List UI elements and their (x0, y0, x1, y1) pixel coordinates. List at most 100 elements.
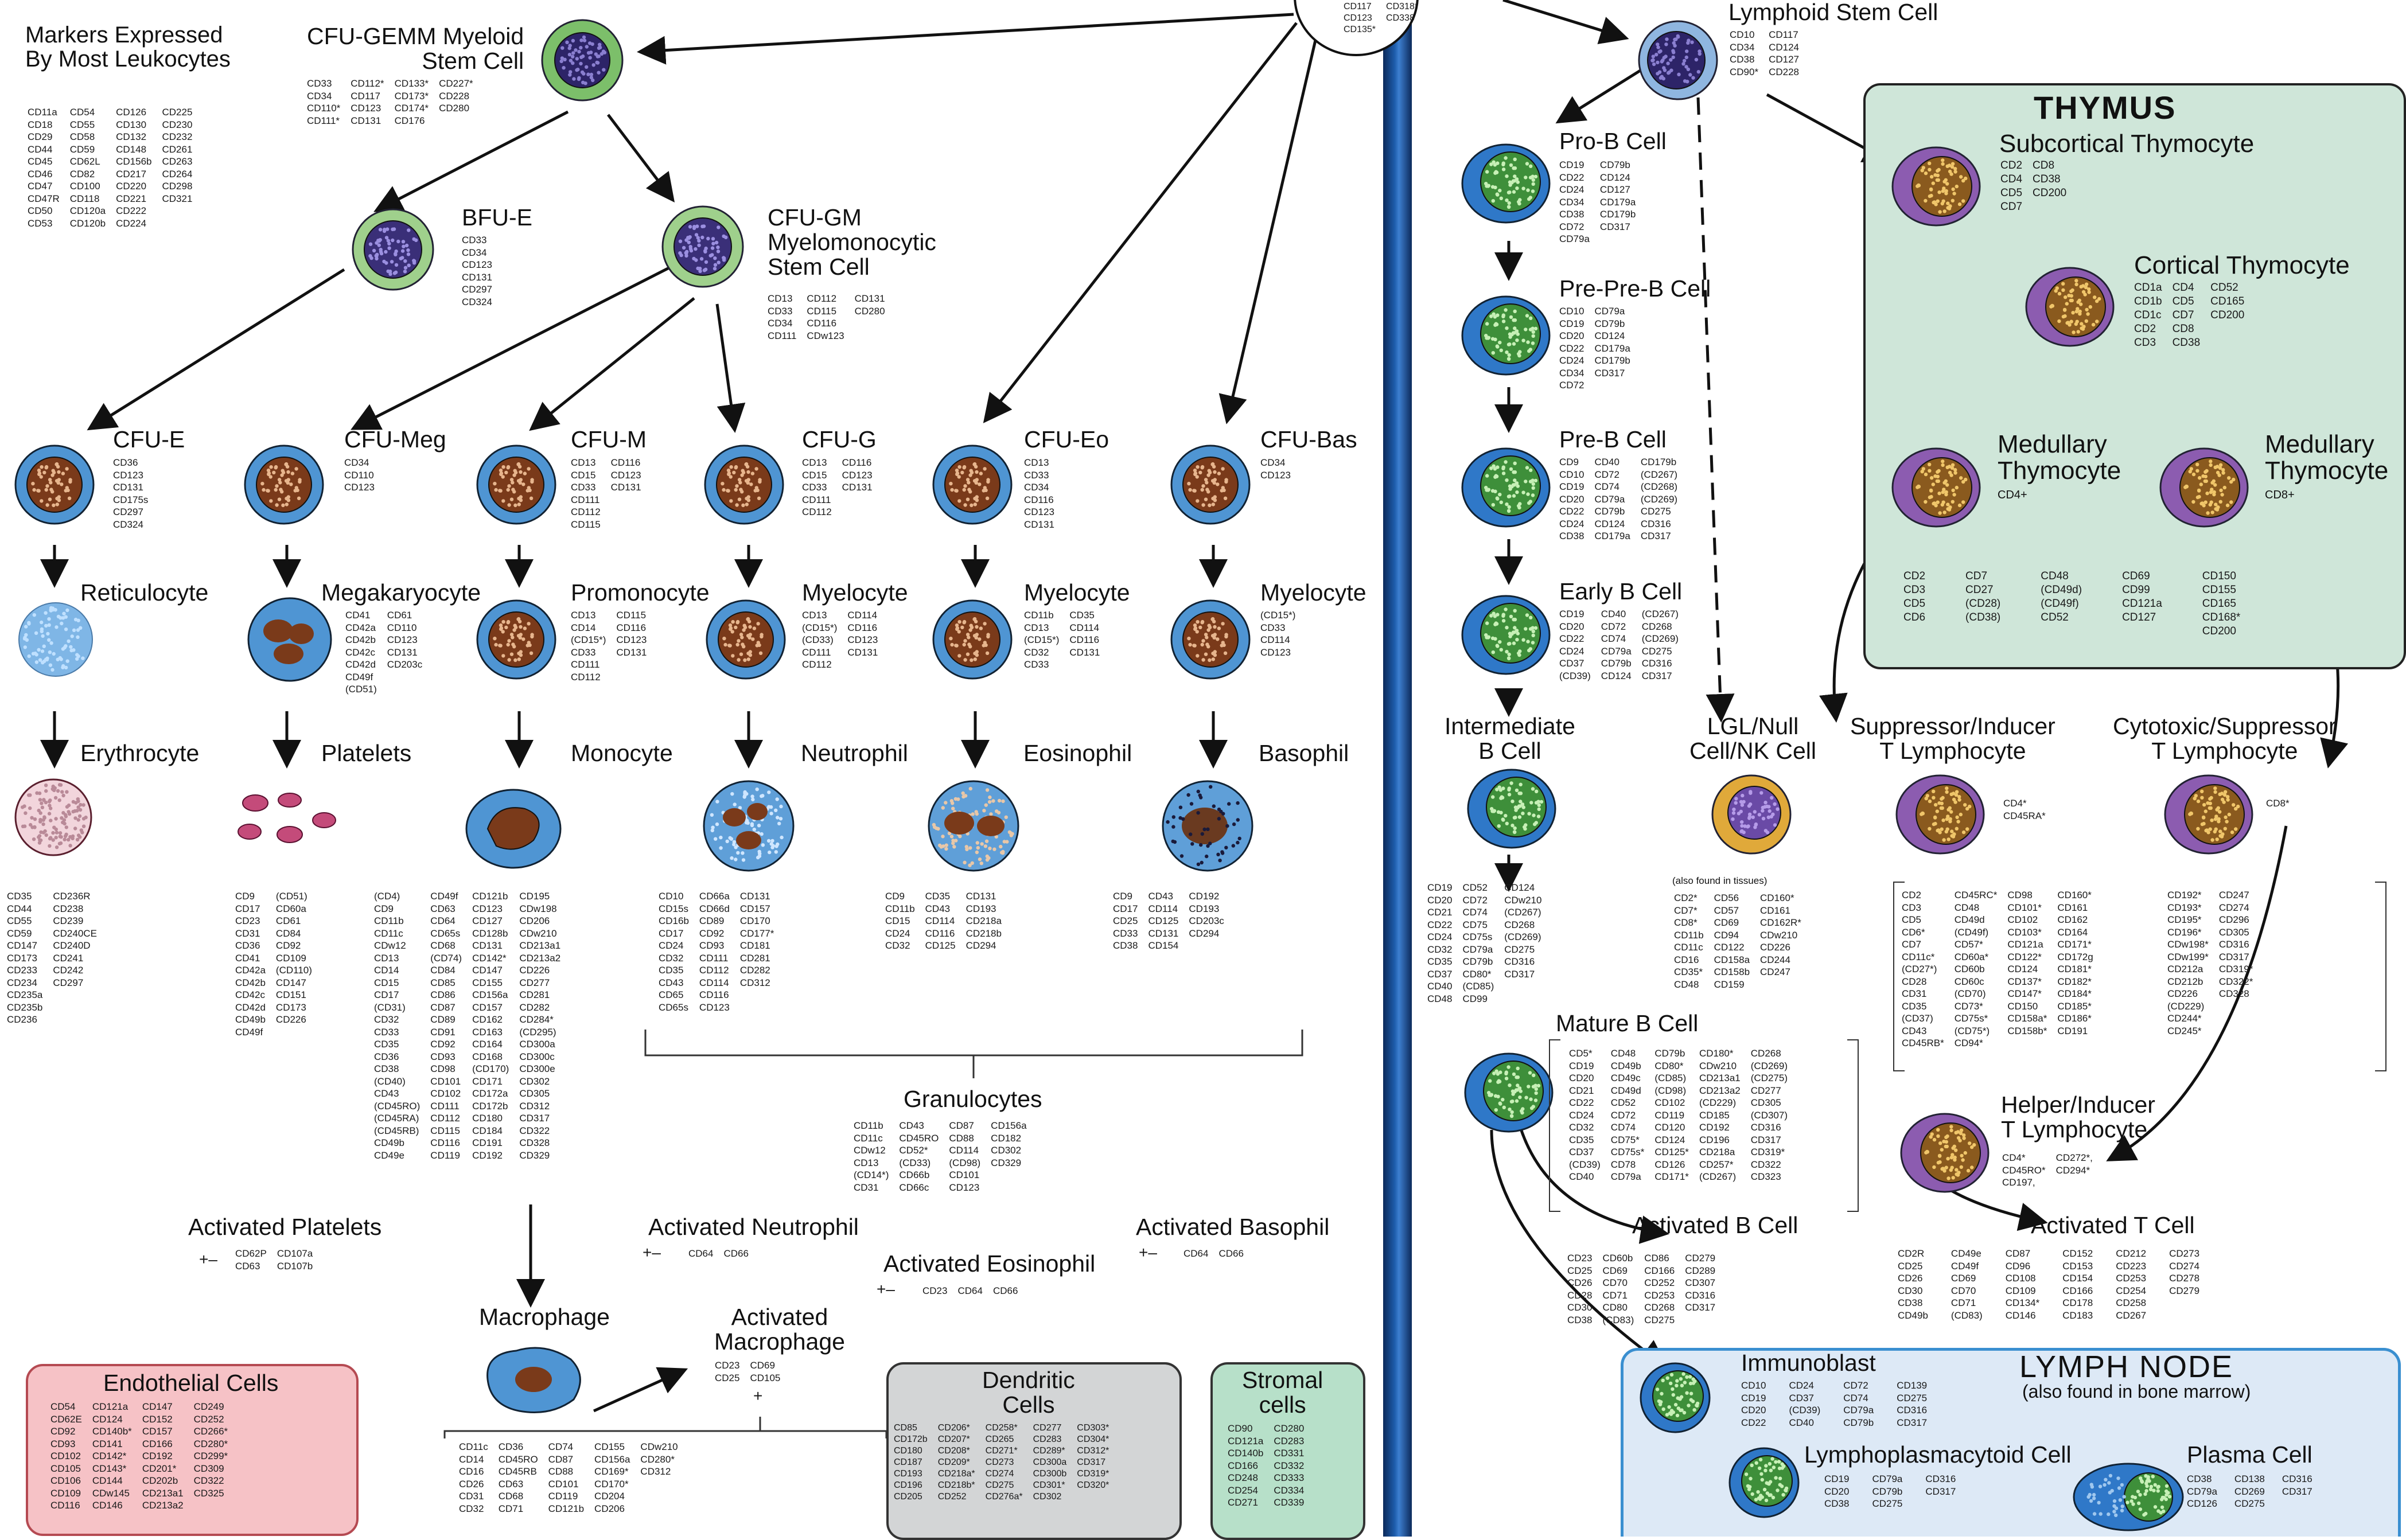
cd-marker: CD107a (277, 1248, 313, 1259)
cd-marker: CD303* (1077, 1423, 1109, 1433)
cd-marker: CD140b (1228, 1448, 1264, 1459)
cd-marker: CD280 (439, 103, 470, 114)
cd-marker: CD101 (949, 1169, 980, 1180)
marker-column: CD272*,CD294* (2056, 1152, 2093, 1189)
cd-marker: CD38 (1898, 1297, 1923, 1308)
cd-marker: CD28 (1567, 1289, 1593, 1301)
cd-marker: CD172g (2057, 951, 2093, 962)
cd-marker: CDw210 (640, 1441, 678, 1452)
cd-marker: (CD267) (1640, 469, 1678, 480)
cd-marker: CD84 (275, 927, 301, 939)
cd-marker: CD92 (430, 1039, 455, 1050)
cd-marker: CD143* (92, 1463, 127, 1474)
cd-marker: CD177* (739, 927, 774, 939)
cd-marker: CD193 (1189, 903, 1220, 914)
cd-marker: CD221 (116, 193, 147, 204)
cd-marker: CD111 (571, 659, 600, 670)
cd-marker: CD200 (2210, 309, 2245, 321)
cd-marker: CD34 (1260, 457, 1286, 468)
cd-marker: CD195* (2167, 914, 2202, 925)
cd-marker: CD193 (894, 1469, 922, 1479)
cd-marker: CD131 (351, 115, 381, 126)
cd-marker: CD60a (275, 903, 306, 914)
cd-marker: CD268 (1750, 1048, 1781, 1059)
cd-marker: CD74 (1462, 907, 1488, 918)
cd-marker: CD80 (1602, 1302, 1628, 1313)
cd-marker: CD317 (1641, 670, 1672, 681)
plus-sign: + (753, 1387, 763, 1405)
cd-marker: CD33 (374, 1026, 399, 1038)
cd-marker: CD245* (2167, 1025, 2202, 1036)
cortical-title: Cortical Thymocyte (2134, 251, 2350, 279)
pro-b-title: Pro-B Cell (1559, 128, 1667, 154)
cd-marker: CD101 (430, 1075, 461, 1087)
cd-marker: CD13 (571, 610, 596, 621)
lgl-nk-note: (also found in tissues) (1672, 875, 1767, 886)
cd-marker: CD168* (2202, 611, 2241, 623)
cd-marker: (CD85) (1654, 1073, 1687, 1083)
dendritic-cells-box (886, 1362, 1182, 1540)
cd-marker: CD178 (2062, 1297, 2093, 1308)
cd-marker: CD13 (1024, 622, 1049, 633)
cd-marker: CD65s (659, 1001, 688, 1013)
cd-marker: CD274 (2169, 1260, 2200, 1272)
cd-marker: CD131 (1024, 518, 1054, 530)
cd-marker: CD212 (2116, 1248, 2147, 1259)
cd-marker: CD22 (1559, 342, 1584, 354)
cd-marker: CD206* (937, 1423, 970, 1433)
cd-marker: (CD40) (374, 1075, 406, 1087)
cd-marker: CD20 (1569, 1073, 1594, 1083)
cd-marker: CD235a (7, 989, 43, 1000)
cd-marker: CD116 (847, 622, 878, 633)
cd-marker: CD64 (1183, 1248, 1209, 1259)
cd-marker: CD275 (2234, 1498, 2265, 1509)
cd-marker: CD43 (1148, 891, 1173, 902)
cd-marker: CD34 (307, 90, 332, 102)
cd-marker: CD50 (28, 205, 53, 216)
cd-marker: (CD51) (345, 684, 377, 695)
cd-marker: CD158a (1714, 954, 1750, 965)
cd-marker: CD33 (1113, 927, 1138, 939)
cd-marker: CD5 (2172, 295, 2194, 307)
cd-marker: CD102 (50, 1451, 81, 1461)
cd-marker: CD264 (162, 168, 193, 180)
cfu-eo-title: CFU-Eo (1024, 426, 1109, 453)
cd-marker: CD37 (1559, 658, 1584, 669)
cd-marker: CD123 (1260, 646, 1291, 658)
cd-marker: CD49e (374, 1149, 404, 1161)
cd-marker: CD261 (162, 143, 193, 155)
cd-marker: CD317 (2282, 1486, 2312, 1497)
cd-marker: CD131 (1148, 927, 1179, 939)
cd-marker: CD213a1 (142, 1487, 184, 1499)
cd-marker: CD75s (1462, 931, 1493, 942)
cd-marker: CD268 (1644, 1302, 1675, 1313)
cd-marker: CD42b (235, 977, 266, 988)
cd-marker: CD121b (548, 1503, 585, 1514)
cd-marker: CD160* (1760, 892, 1794, 903)
cd-marker: CD20 (1427, 894, 1453, 906)
cd-marker: CD59 (69, 143, 95, 155)
cd-marker: CD93 (430, 1051, 455, 1062)
cd-marker: CD15 (571, 469, 596, 481)
cd-marker: CD205 (894, 1492, 922, 1502)
cd-marker: CD18 (28, 119, 53, 130)
cd-marker: CD317 (2218, 951, 2249, 962)
cd-marker: CD55 (69, 119, 95, 130)
cd-marker: CD279 (1685, 1253, 1716, 1264)
cd-marker: CD253 (1644, 1289, 1675, 1301)
cd-marker: CD22 (1427, 919, 1453, 930)
cd-marker: CD79b (1654, 1048, 1685, 1059)
